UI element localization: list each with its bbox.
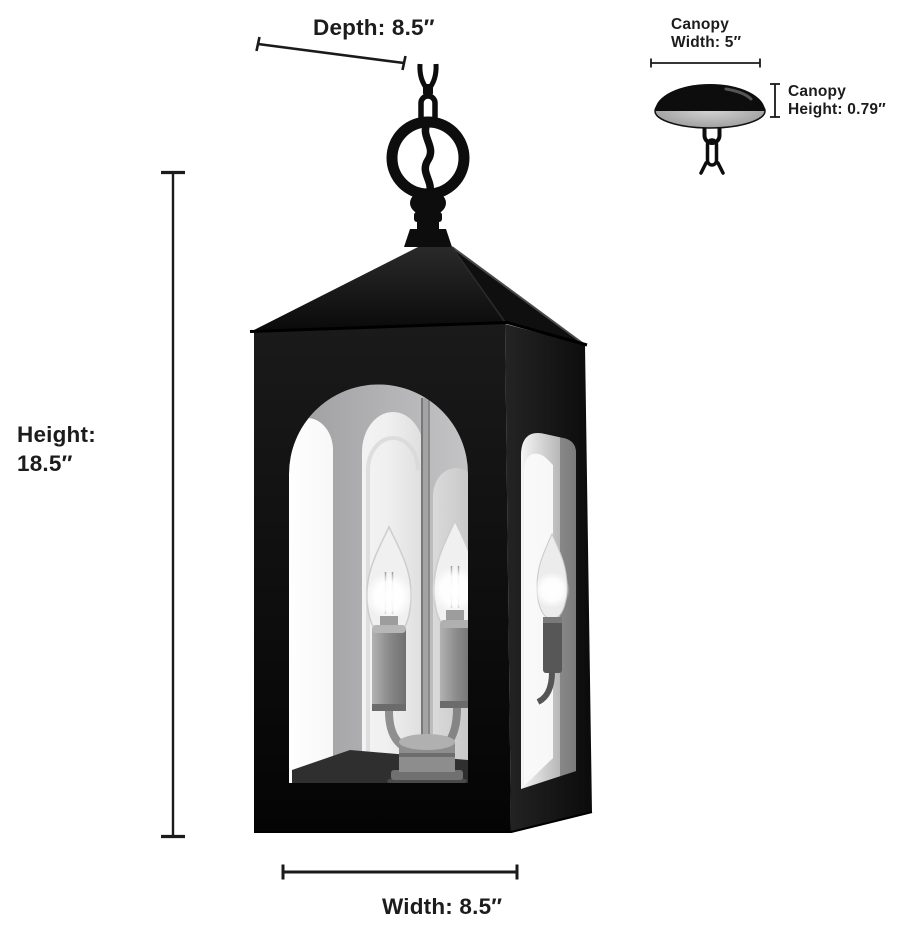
- candle-bulb-right: [431, 519, 468, 708]
- dimension-lines: [161, 36, 780, 880]
- candle-bulb-left: [365, 525, 413, 711]
- side-face-frame: [505, 324, 592, 833]
- hanging-chain: [417, 63, 439, 198]
- center-rod: [421, 398, 430, 746]
- width-dimension-text: Width: 8.5″: [382, 894, 503, 919]
- canopy-height-dimension-line: [770, 83, 780, 118]
- side-socket: [543, 617, 562, 673]
- front-face-frame: [254, 323, 511, 833]
- candle-socket-right: [440, 620, 468, 708]
- canopy-height-dimension-label: Canopy Height: 0.79″: [788, 83, 886, 118]
- candle-arms-hub: [385, 707, 467, 783]
- depth-dimension-label: Depth: 8.5″: [313, 13, 435, 42]
- side-window-back-arch: [524, 453, 553, 786]
- roof-finial: [404, 190, 452, 247]
- lantern-right-side: [505, 324, 592, 833]
- height-line1: Height:: [17, 422, 96, 447]
- canopy-width-line1: Canopy: [671, 16, 730, 33]
- canopy-highlight: [724, 87, 753, 101]
- depth-dimension-text: Depth: 8.5″: [313, 15, 435, 40]
- height-dimension-line: [161, 170, 185, 839]
- width-dimension-line: [281, 864, 519, 880]
- height-dimension-label: Height: 18.5″: [17, 420, 96, 478]
- lantern-interior: [289, 384, 468, 783]
- width-dimension-label: Width: 8.5″: [382, 892, 502, 921]
- height-line2: 18.5″: [17, 451, 73, 476]
- canopy-height-line1: Canopy: [788, 83, 847, 100]
- depth-dimension-line: [255, 36, 407, 71]
- lantern-roof: [249, 246, 588, 347]
- canopy-width-line2: Width: 5″: [671, 33, 742, 51]
- candle-socket-left: [372, 625, 406, 711]
- canopy-height-line2: Height: 0.79″: [788, 100, 886, 118]
- canopy-width-dimension-label: Canopy Width: 5″: [671, 16, 741, 51]
- canopy-width-dimension-line: [650, 58, 761, 68]
- lantern-illustration: [249, 63, 593, 833]
- canopy-illustration: [654, 83, 766, 175]
